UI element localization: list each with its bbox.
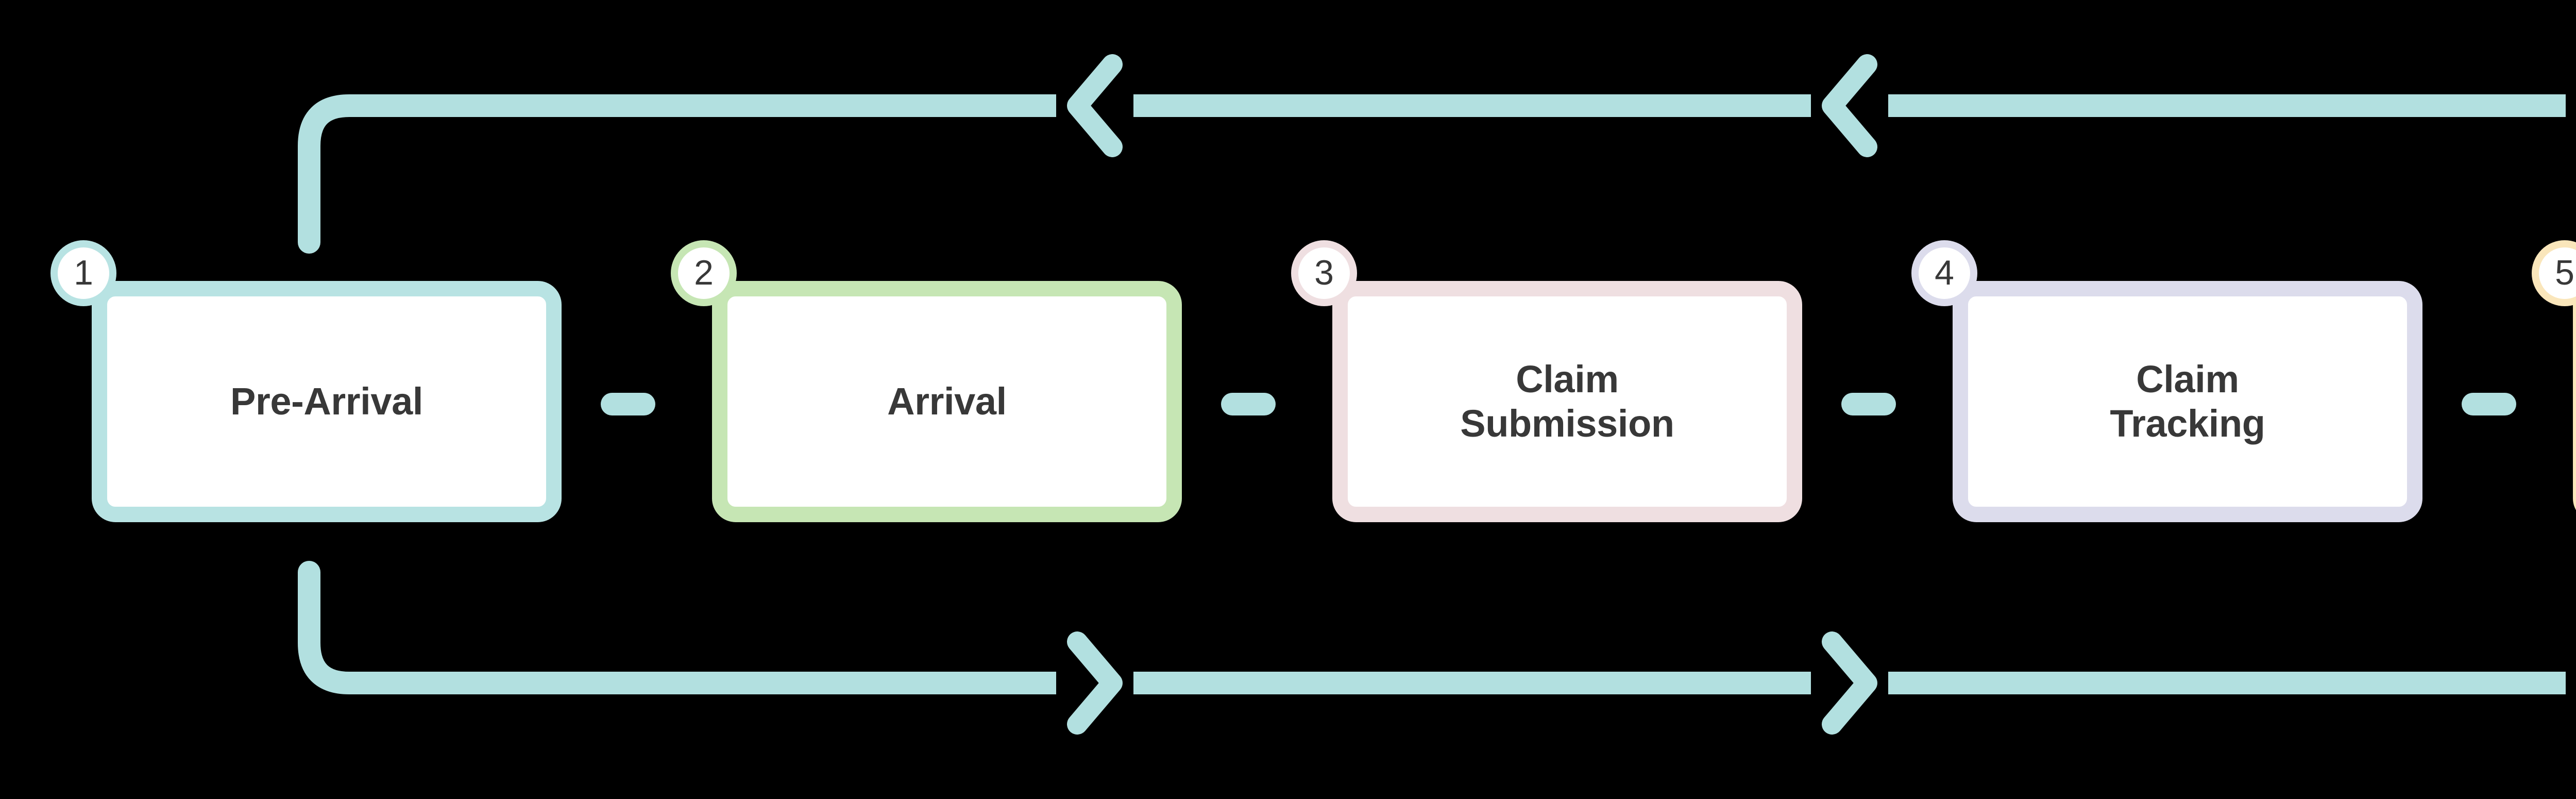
step-number-badge-1[interactable]: 1 [50,240,116,306]
step-number-badge-2[interactable]: 2 [671,240,737,306]
process-step-2[interactable]: Arrival [712,281,1182,522]
bottom-forward-connector [298,561,2576,694]
step-number-text: 3 [1314,253,1334,292]
process-step-3[interactable]: Claim Submission [1332,281,1802,522]
process-step-label: Claim Submission [1460,358,1674,445]
step-number-badge-4[interactable]: 4 [1911,240,1977,306]
process-step-label: Pre-Arrival [230,380,423,423]
process-step-5[interactable]: Remittance Processing [2573,281,2576,522]
chevron-left-icon [1067,54,1123,157]
chevron-right-icon [1067,631,1123,735]
step-number-badge-3[interactable]: 3 [1291,240,1357,306]
step-number-text: 4 [1935,253,1954,292]
step-number-text: 5 [2555,253,2574,292]
step-number-text: 2 [694,253,714,292]
chevron-left-icon [1822,54,1877,157]
step-separator-1 [601,393,655,415]
process-step-4[interactable]: Claim Tracking [1953,281,2422,522]
chevron-right-icon [1822,631,1877,735]
top-feedback-connector [298,94,2576,254]
process-step-label: Claim Tracking [2110,358,2265,445]
step-separator-3 [1841,393,1896,415]
bottom-chevron-gap [2566,670,2576,696]
process-step-label: Arrival [887,380,1007,423]
step-number-text: 1 [74,253,93,292]
step-separator-4 [2462,393,2516,415]
top-chevron-gap [2566,92,2576,119]
process-step-1[interactable]: Pre-Arrival [92,281,562,522]
step-separator-2 [1221,393,1276,415]
